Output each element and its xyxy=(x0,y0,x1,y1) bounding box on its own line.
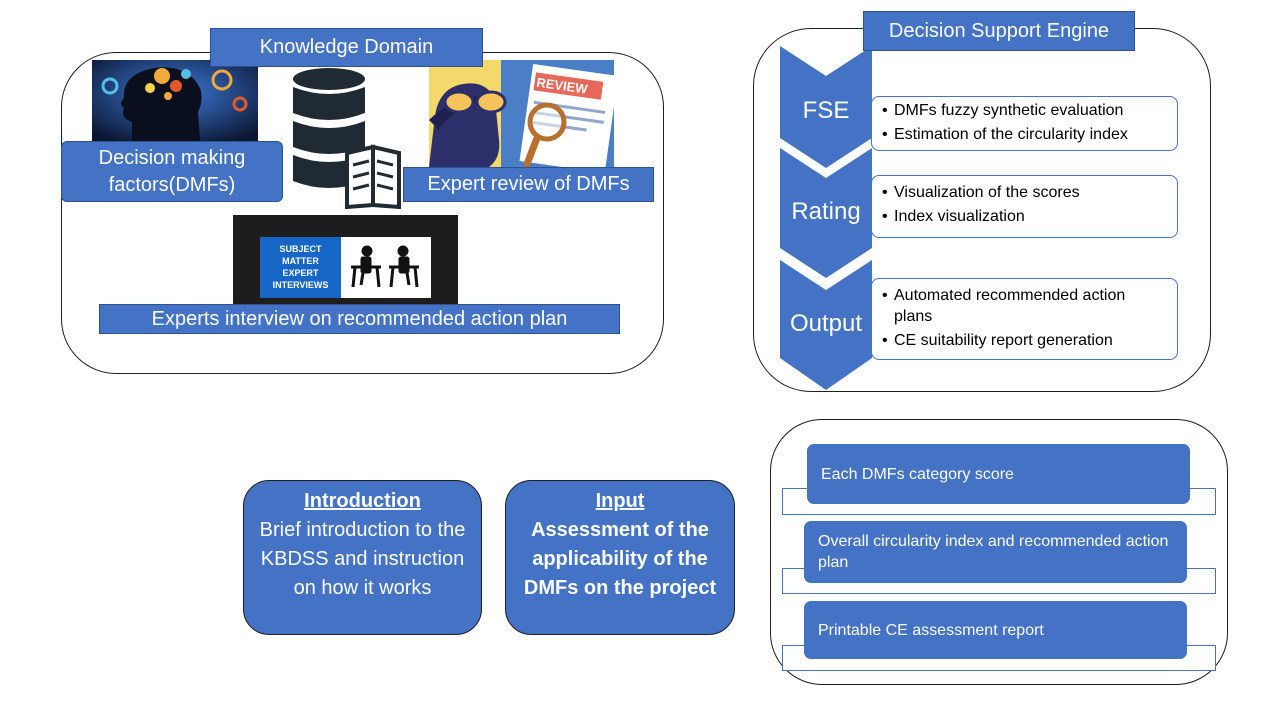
bullet-item: CE suitability report generation xyxy=(882,330,1177,351)
dmfs-label: Decision making factors(DMFs) xyxy=(61,141,283,202)
output-circularity-index: Overall circularity index and recommende… xyxy=(804,521,1187,583)
knowledge-domain-title: Knowledge Domain xyxy=(210,28,483,67)
introduction-card: Introduction Brief introduction to the K… xyxy=(243,480,482,635)
sme-interview-image: SUBJECT MATTER EXPERT INTERVIEWS xyxy=(233,215,458,305)
sme-line: EXPERT xyxy=(282,268,319,278)
process-chevrons xyxy=(780,46,872,390)
input-title: Input xyxy=(595,490,645,512)
introduction-body: Brief introduction to the KBDSS and inst… xyxy=(259,519,466,599)
input-card: Input Assessment of the applicability of… xyxy=(505,480,735,635)
stage-label-fse: FSE xyxy=(802,97,850,124)
bullet-item: Automated recommended action plans xyxy=(882,285,1177,327)
rating-bullets: Visualization of the scores Index visual… xyxy=(871,175,1178,238)
chevron-output xyxy=(780,260,872,390)
chevron-fse xyxy=(780,46,872,168)
chevron-rating xyxy=(780,148,872,278)
review-stamp-text: REVIEW xyxy=(536,75,590,97)
database-book-image xyxy=(281,61,403,209)
expert-review-image: REVIEW xyxy=(429,60,614,167)
bullet-item: Index visualization xyxy=(882,205,1177,229)
sme-line: MATTER xyxy=(282,256,319,266)
brain-gears-image xyxy=(92,60,258,142)
sme-line: SUBJECT xyxy=(279,244,322,254)
bullet-item: Visualization of the scores xyxy=(882,181,1177,205)
fse-bullets: DMFs fuzzy synthetic evaluation Estimati… xyxy=(871,96,1178,151)
input-body: Assessment of the applicability of the D… xyxy=(523,519,717,599)
bullet-item: Estimation of the circularity index xyxy=(882,123,1177,147)
stage-label-output: Output xyxy=(789,310,863,337)
introduction-title: Introduction xyxy=(304,490,421,512)
decision-support-engine-title: Decision Support Engine xyxy=(863,11,1135,51)
experts-interview-label: Experts interview on recommended action … xyxy=(99,304,620,334)
stage-label-rating: Rating xyxy=(791,198,861,225)
sme-blue-tile: SUBJECT MATTER EXPERT INTERVIEWS xyxy=(260,237,341,298)
interview-people-icon xyxy=(341,237,431,298)
output-printable-report: Printable CE assessment report xyxy=(804,601,1187,659)
sme-line: INTERVIEWS xyxy=(272,280,329,290)
output-category-score: Each DMFs category score xyxy=(807,444,1190,504)
output-bullets: Automated recommended action plans CE su… xyxy=(871,278,1178,360)
expert-review-label: Expert review of DMFs xyxy=(403,167,654,202)
bullet-item: DMFs fuzzy synthetic evaluation xyxy=(882,99,1177,123)
